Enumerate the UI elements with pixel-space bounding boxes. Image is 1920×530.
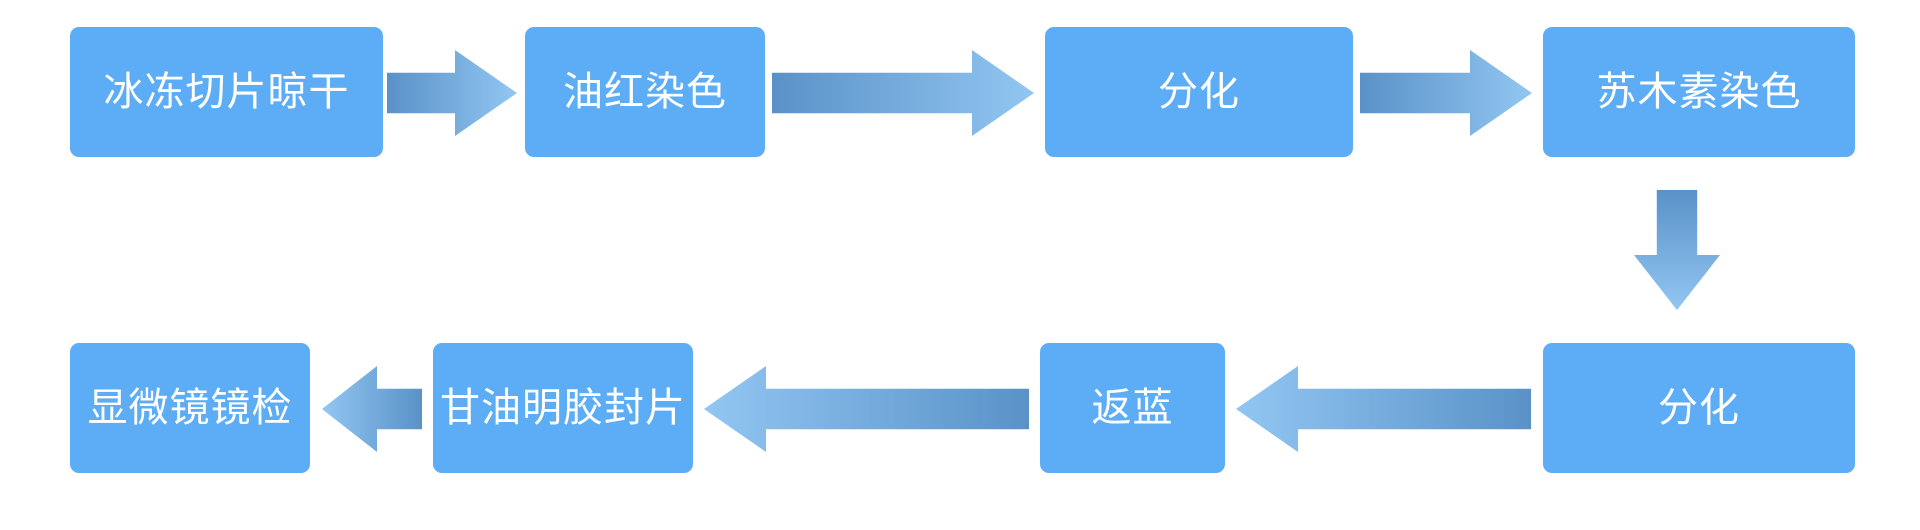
process-node-label: 甘油明胶封片 bbox=[440, 386, 686, 430]
flow-arrow-right bbox=[1360, 50, 1532, 136]
process-node-label: 油红染色 bbox=[563, 70, 727, 114]
flow-arrow-down bbox=[1634, 190, 1720, 310]
process-node-6[interactable]: 返蓝 bbox=[1040, 343, 1225, 473]
process-node-1[interactable]: 冰冻切片晾干 bbox=[70, 27, 383, 157]
process-node-label: 分化 bbox=[1658, 386, 1740, 430]
process-node-label: 显微镜镜检 bbox=[87, 386, 293, 430]
flow-arrow-right bbox=[772, 50, 1034, 136]
flow-arrow-left bbox=[1236, 366, 1531, 452]
process-node-label: 苏木素染色 bbox=[1596, 70, 1802, 114]
process-node-8[interactable]: 显微镜镜检 bbox=[70, 343, 310, 473]
process-node-2[interactable]: 油红染色 bbox=[525, 27, 765, 157]
process-node-3[interactable]: 分化 bbox=[1045, 27, 1353, 157]
flow-arrow-left bbox=[704, 366, 1029, 452]
process-node-5[interactable]: 分化 bbox=[1543, 343, 1855, 473]
process-node-label: 返蓝 bbox=[1091, 386, 1174, 430]
flow-arrow-left bbox=[322, 366, 422, 452]
process-node-7[interactable]: 甘油明胶封片 bbox=[433, 343, 693, 473]
flow-arrow-right bbox=[387, 50, 517, 136]
process-node-label: 冰冻切片晾干 bbox=[103, 70, 350, 114]
process-node-4[interactable]: 苏木素染色 bbox=[1543, 27, 1855, 157]
process-node-label: 分化 bbox=[1158, 70, 1240, 114]
